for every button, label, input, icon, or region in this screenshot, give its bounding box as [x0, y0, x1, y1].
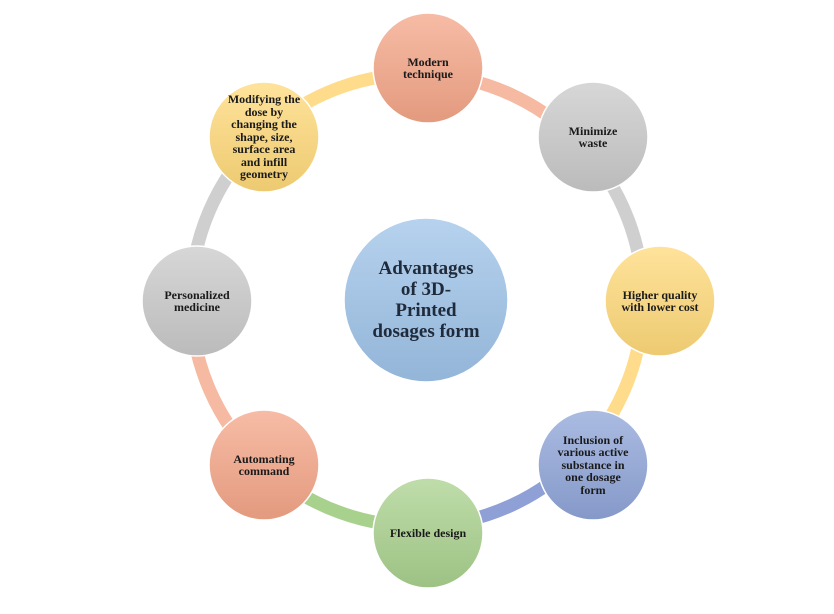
center-node: [343, 217, 509, 383]
center-title: Advantages of 3D- Printed dosages form: [372, 258, 480, 342]
node-circle-flexible-design: [372, 477, 484, 589]
node-circle-personalized-medicine: [141, 245, 253, 357]
node-circle-modifying-dose: [208, 81, 320, 193]
center-circle: [343, 217, 509, 383]
node-circle-higher-quality: [604, 245, 716, 357]
node-circle-inclusion-active-substance: [537, 409, 649, 521]
node-circle-automating-command: [208, 409, 320, 521]
node-circle-minimize-waste: [537, 81, 649, 193]
node-circle-modern-technique: [372, 12, 484, 124]
outer-nodes: [141, 12, 716, 589]
